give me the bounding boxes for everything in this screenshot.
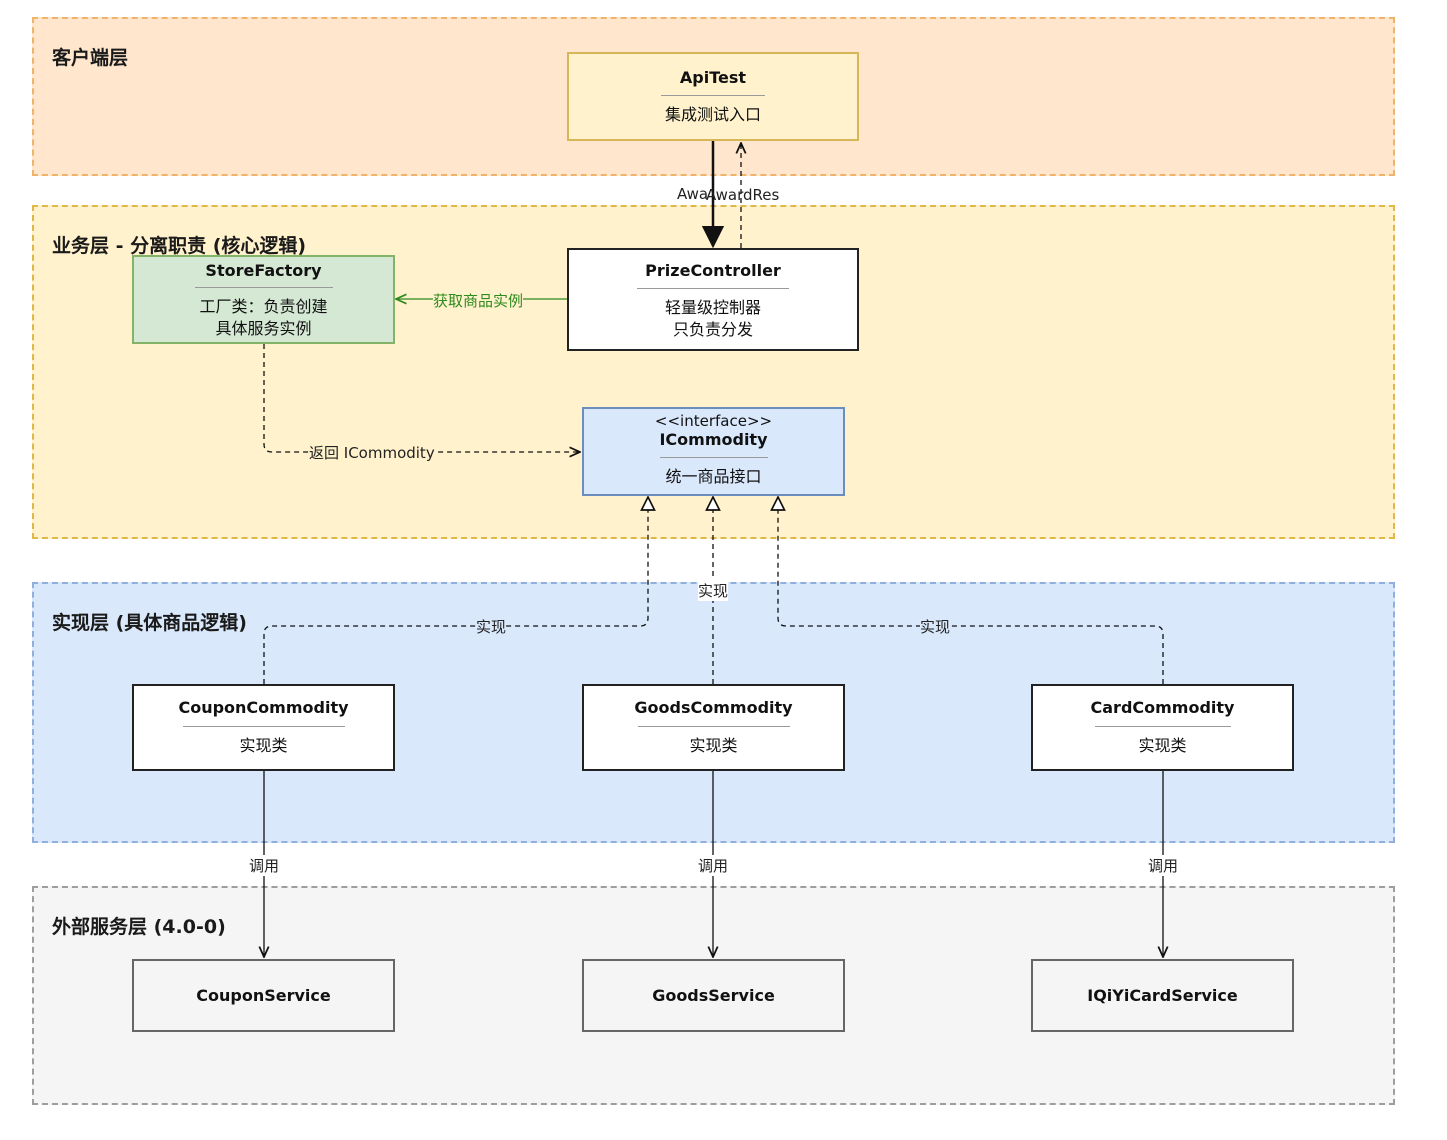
- business-layer-title: 业务层 - 分离职责 (核心逻辑): [52, 235, 307, 257]
- store-factory-desc-2: 具体服务实例: [215, 319, 312, 338]
- apitest-divider: [661, 95, 765, 96]
- prize-controller-desc-2: 只负责分发: [672, 320, 753, 339]
- prize-controller-desc-1: 轻量级控制器: [664, 298, 761, 317]
- coupon-commodity-desc: 实现类: [239, 736, 288, 755]
- goods-service-name: GoodsService: [652, 986, 775, 1005]
- icommodity-name: ICommodity: [659, 430, 768, 449]
- label-goods-calls: 调用: [698, 855, 729, 876]
- label-goods-realizes: 实现: [698, 580, 729, 601]
- label-card-realizes: 实现: [920, 616, 951, 637]
- icommodity-node[interactable]: <<interface>> ICommodity 统一商品接口: [582, 407, 845, 496]
- label-coupon-calls: 调用: [249, 855, 280, 876]
- coupon-commodity-divider: [182, 726, 345, 727]
- apitest-desc: 集成测试入口: [664, 105, 761, 124]
- coupon-commodity-node[interactable]: CouponCommodity 实现类: [132, 684, 395, 771]
- coupon-service-name: CouponService: [196, 986, 331, 1005]
- external-layer-title: 外部服务层 (4.0-0): [52, 916, 226, 938]
- apitest-node[interactable]: ApiTest 集成测试入口: [567, 52, 859, 141]
- store-factory-name: StoreFactory: [205, 261, 322, 280]
- card-commodity-desc: 实现类: [1138, 736, 1187, 755]
- iqiyi-card-service-node[interactable]: IQiYiCardService: [1031, 959, 1294, 1032]
- store-factory-divider: [194, 287, 333, 288]
- goods-commodity-node[interactable]: GoodsCommodity 实现类: [582, 684, 845, 771]
- card-commodity-divider: [1094, 726, 1231, 727]
- label-factory-to-interface: 返回 ICommodity: [309, 442, 435, 463]
- store-factory-desc-1: 工厂类：负责创建: [199, 297, 328, 316]
- prize-controller-node[interactable]: PrizeController 轻量级控制器 只负责分发: [567, 248, 859, 351]
- coupon-service-node[interactable]: CouponService: [132, 959, 395, 1032]
- store-factory-node[interactable]: StoreFactory 工厂类：负责创建 具体服务实例: [132, 255, 395, 344]
- edge-coupon-realizes: [263, 497, 648, 684]
- prize-controller-name: PrizeController: [645, 261, 781, 280]
- goods-service-node[interactable]: GoodsService: [582, 959, 845, 1032]
- coupon-commodity-name: CouponCommodity: [178, 698, 349, 717]
- edge-factory-to-interface: [263, 344, 580, 452]
- goods-commodity-desc: 实现类: [689, 736, 738, 755]
- iqiyi-card-service-name: IQiYiCardService: [1087, 986, 1238, 1005]
- label-coupon-realizes: 实现: [476, 616, 507, 637]
- icommodity-stereotype: <<interface>>: [654, 412, 773, 430]
- apitest-name: ApiTest: [679, 68, 747, 87]
- goods-commodity-name: GoodsCommodity: [634, 698, 793, 717]
- icommodity-divider: [659, 457, 768, 458]
- impl-layer-title: 实现层 (具体商品逻辑): [52, 612, 247, 634]
- client-layer-title: 客户端层: [52, 47, 129, 69]
- label-card-calls: 调用: [1148, 855, 1179, 876]
- label-controller-to-apitest: AwardRes: [706, 186, 780, 204]
- prize-controller-divider: [637, 288, 789, 289]
- card-commodity-name: CardCommodity: [1090, 698, 1235, 717]
- edge-card-realizes: [778, 497, 1164, 684]
- label-controller-to-factory: 获取商品实例: [433, 290, 524, 311]
- label-apitest-to-controller: Awa: [677, 185, 709, 203]
- icommodity-desc: 统一商品接口: [665, 467, 762, 486]
- goods-commodity-divider: [637, 726, 790, 727]
- card-commodity-node[interactable]: CardCommodity 实现类: [1031, 684, 1294, 771]
